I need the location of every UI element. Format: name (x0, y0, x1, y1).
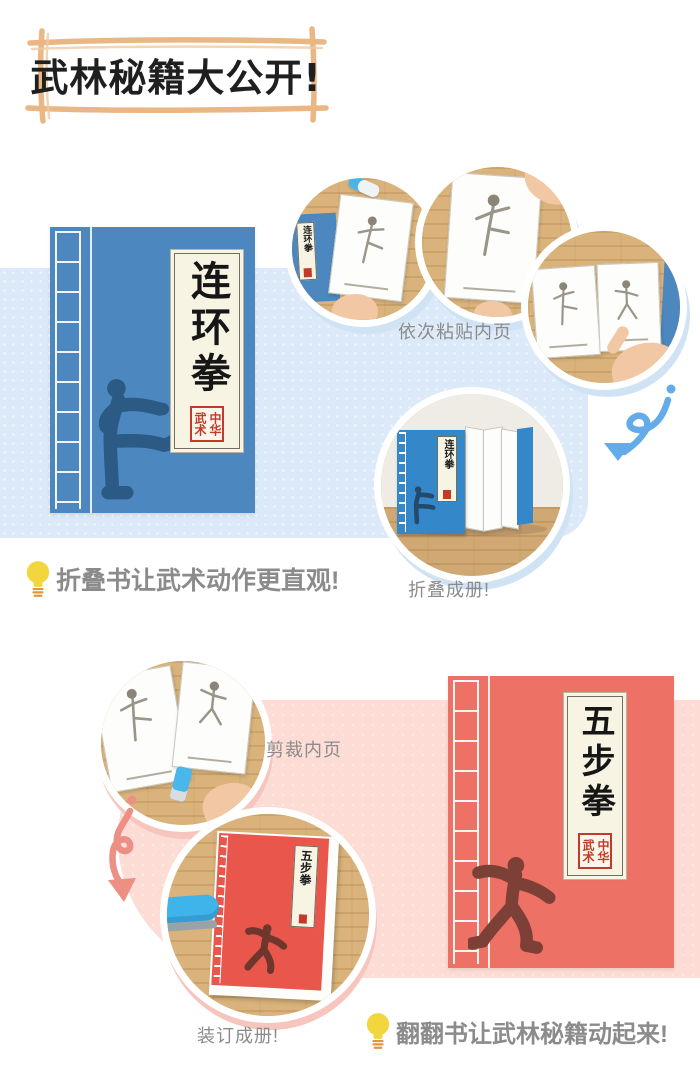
mini-blue-title: 连环拳 (442, 439, 453, 469)
caption-bind-step: 装订成册! (197, 1026, 280, 1046)
curly-arrow-down-left-icon (604, 384, 676, 461)
mini-blue-front-cover: 连环拳 (397, 430, 465, 534)
inner-page (530, 264, 602, 360)
photo-paste-step-1: 连环拳 (285, 171, 441, 327)
mini-red-book: 五步拳 (208, 830, 340, 1002)
inner-page (101, 664, 191, 794)
hand (474, 301, 512, 317)
inner-page (171, 661, 257, 775)
page-title-frame: 武林秘籍大公开! (25, 26, 329, 124)
caption-cut-step: 剪裁内页 (266, 740, 342, 760)
lightbulb-icon (26, 561, 50, 597)
caption-fold-step: 折叠成册! (408, 580, 491, 600)
mini-red-title: 五步拳 (297, 849, 314, 886)
binding-stitch-icon (453, 680, 479, 964)
mini-blue-cover-edge (659, 260, 680, 358)
curly-arrow-down-icon (108, 795, 137, 902)
blue-book-title-label: 连环拳 中华武术 (174, 253, 240, 449)
photo-bind-step: 五步拳 (160, 807, 376, 1023)
photo-paste-step-3 (521, 224, 687, 390)
tip-fold-text: 折叠书让武术动作更直观! (56, 567, 340, 595)
mini-blue-title: 连环拳 (300, 224, 313, 253)
caption-paste-step: 依次粘贴内页 (398, 322, 512, 342)
mini-blue-back-cover (517, 426, 533, 526)
photo-folded-book: 连环拳 (374, 387, 570, 583)
blue-book-title: 连环拳 (184, 260, 231, 398)
lightbulb-icon (366, 1013, 390, 1049)
stance-figure-silhouette-icon (468, 857, 556, 954)
spine-line (90, 227, 92, 513)
tip-flip: 翻翻书让武林秘籍动起来! (364, 1012, 668, 1050)
red-seal-stamp: 中华武术 (190, 406, 224, 442)
tip-flip-text: 翻翻书让武林秘籍动起来! (396, 1020, 668, 1048)
photo-cut-step (94, 654, 272, 832)
inner-page (443, 172, 543, 304)
blue-book-cover: 连环拳 中华武术 (50, 227, 255, 513)
inner-page (596, 261, 662, 353)
red-seal-stamp: 中华武术 (578, 833, 612, 869)
spine-line (488, 676, 490, 968)
accordion-page (483, 426, 503, 532)
red-book-cover: 五步拳 中华武术 (448, 676, 674, 968)
accordion-page (465, 426, 485, 532)
hand-drawn-frame-icon (25, 26, 329, 124)
red-book-title-label: 五步拳 中华武术 (567, 696, 623, 876)
binding-stitch-icon (55, 231, 81, 509)
red-book-title: 五步拳 (575, 703, 615, 823)
tip-fold: 折叠书让武术动作更直观! (24, 560, 339, 598)
page-title: 武林秘籍大公开! (30, 56, 322, 100)
inner-page (328, 193, 414, 303)
